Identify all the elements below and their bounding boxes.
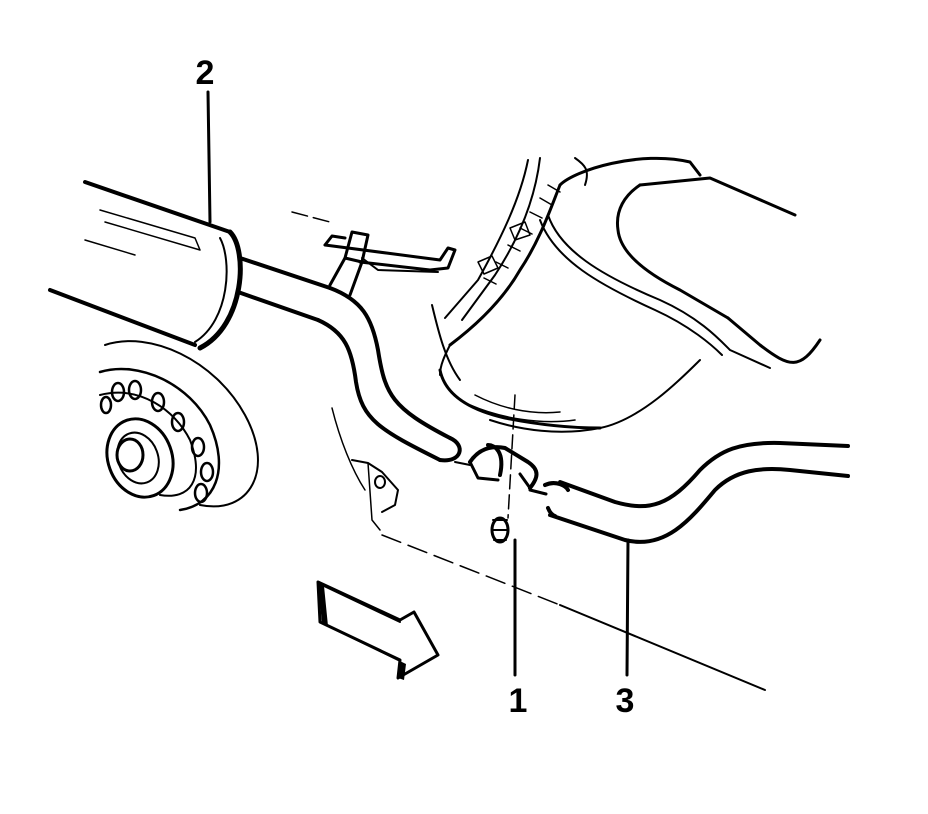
spare-wheel	[98, 340, 259, 512]
body-panel	[331, 407, 766, 691]
forward-direction-arrow-icon	[316, 580, 440, 680]
muffler	[48, 180, 243, 351]
hanger-bracket	[291, 211, 457, 297]
clamp-bolt	[490, 516, 510, 544]
fuel-tank	[431, 156, 822, 433]
callout-1: 1	[509, 682, 528, 720]
intermediate-pipe	[528, 440, 850, 544]
callout-3: 3	[616, 682, 635, 720]
frame-rail	[444, 157, 588, 321]
wheel-vent-holes	[99, 379, 215, 504]
callout-2: 2	[196, 54, 215, 92]
callout-leaders	[206, 90, 630, 677]
clamp	[454, 443, 539, 490]
muffler-outlet-pipe	[236, 256, 462, 463]
